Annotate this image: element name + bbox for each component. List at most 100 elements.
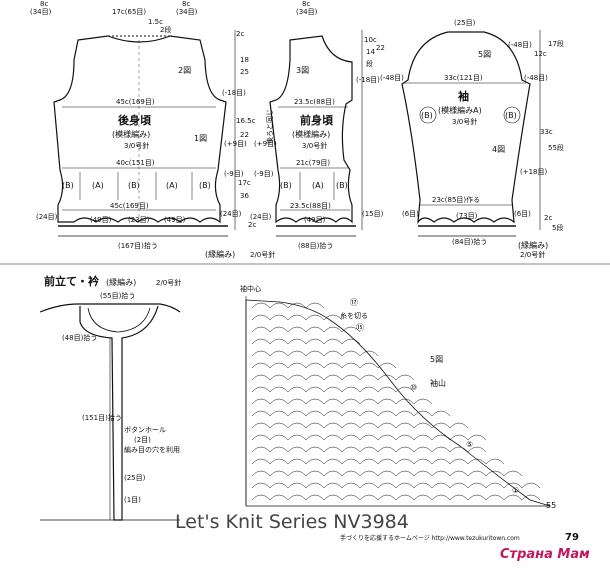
stitch-mark-81 — [377, 434, 397, 441]
front-band-needle: 2/0号針 — [156, 278, 181, 287]
chart5-center-label: 袖中心 — [240, 284, 261, 293]
back-top-right-shoulder: 8c — [182, 0, 190, 8]
front-band-diagram: 前立て・衿 (縁編み) 2/0号針 (55目)拾う (48目)拾う (151目)… — [39, 274, 181, 521]
back-hem-right: (24目) — [220, 210, 242, 218]
front-pattern-b2: (B) — [336, 181, 348, 190]
stitch-mark-147 — [269, 350, 289, 357]
chart5-row-15: ⑮ — [356, 323, 364, 332]
stitch-mark-73 — [467, 446, 487, 453]
stitch-mark-47 — [251, 458, 271, 465]
stitch-mark-98 — [449, 422, 469, 429]
stitch-mark-13 — [485, 494, 505, 501]
stitch-mark-68 — [377, 446, 397, 453]
stitch-mark-93 — [359, 422, 379, 429]
front-body-outline — [269, 35, 353, 224]
stitch-mark-34 — [287, 470, 307, 477]
stitch-mark-19 — [305, 482, 325, 489]
back-top-right-sts: (34目) — [176, 8, 198, 16]
stitch-mark-96 — [413, 422, 433, 429]
chart5-row-5: ⑤ — [466, 440, 473, 449]
back-right-2c: 2c — [236, 30, 244, 38]
band-top-pickup: (55目)拾う — [100, 291, 135, 300]
front-needle: 3/0号針 — [302, 141, 327, 150]
sleeve-pattern-b1-mark — [419, 106, 437, 124]
back-neck-depth: 1.5c — [148, 18, 163, 26]
stitch-mark-24 — [395, 482, 415, 489]
stitch-mark-72 — [449, 446, 469, 453]
stitch-mark-71 — [431, 446, 451, 453]
stitch-mark-0 — [251, 494, 271, 501]
stitch-mark-21 — [341, 482, 361, 489]
stitch-mark-37 — [341, 470, 361, 477]
back-figure-1: 1図 — [194, 134, 207, 143]
stitch-mark-74 — [251, 434, 271, 441]
stitch-mark-146 — [251, 350, 271, 357]
stitch-mark-65 — [323, 446, 343, 453]
sleeve-title: 袖 — [458, 89, 469, 103]
back-right-16-5: 16.5c — [236, 117, 256, 125]
stitch-mark-62 — [269, 446, 289, 453]
sleeve-length-rows: 55段 — [548, 143, 564, 152]
sleeve-edging-needle: 2/0号針 — [520, 250, 545, 259]
stitch-mark-26 — [431, 482, 451, 489]
back-hem-mid1: (49目) — [90, 216, 112, 224]
stitch-mark-44 — [467, 470, 487, 477]
stitch-mark-169 — [323, 314, 343, 321]
sleeve-cap-rows: 17段 — [548, 39, 564, 48]
chart5-row-10: ⑩ — [410, 383, 417, 392]
band-bottom-pickup2: (1目) — [124, 496, 141, 504]
stitch-mark-87 — [251, 422, 271, 429]
stitch-mark-105 — [359, 410, 379, 417]
watermark: Let's Knit Series NV3984 — [175, 511, 409, 533]
stitch-mark-16 — [251, 482, 271, 489]
stitch-mark-152 — [359, 350, 379, 357]
front-neck-rows: 14 — [366, 48, 375, 56]
stitch-mark-91 — [323, 422, 343, 429]
sleeve-figure-5: 5図 — [478, 50, 491, 59]
back-pattern-b3: (B) — [199, 181, 211, 190]
back-body-outline — [53, 35, 227, 224]
stitch-mark-131 — [287, 374, 307, 381]
stitch-mark-31 — [521, 482, 541, 489]
stitch-mark-28 — [467, 482, 487, 489]
collar-inner — [87, 307, 151, 333]
stitch-mark-134 — [341, 374, 361, 381]
stitch-mark-88 — [269, 422, 289, 429]
chart5-stitch-marks — [251, 302, 541, 501]
stitch-mark-164 — [341, 326, 361, 333]
stitch-mark-112 — [287, 398, 307, 405]
stitch-mark-67 — [359, 446, 379, 453]
stitch-mark-103 — [323, 410, 343, 417]
stitch-mark-9 — [413, 494, 433, 501]
stitch-mark-161 — [287, 326, 307, 333]
sleeve-subtitle: (模様編みA) — [438, 105, 482, 115]
stitch-mark-25 — [413, 482, 433, 489]
sleeve-cap-height: 12c — [534, 50, 547, 58]
front-pickup: (88目)拾う — [298, 241, 333, 250]
stitch-mark-136 — [377, 374, 397, 381]
stitch-mark-50 — [305, 458, 325, 465]
stitch-mark-85 — [449, 434, 469, 441]
stitch-mark-129 — [251, 374, 271, 381]
chart5-row-17: ⑰ — [350, 298, 358, 307]
front-width-lower: 23.5c(88目) — [290, 202, 331, 210]
stitch-mark-54 — [377, 458, 397, 465]
stitch-mark-52 — [341, 458, 361, 465]
sleeve-width: 33c(121目) — [444, 74, 483, 82]
sleeve-pattern-b2: (B) — [505, 111, 517, 120]
stitch-mark-35 — [305, 470, 325, 477]
stitch-mark-142 — [323, 362, 343, 369]
stitch-mark-115 — [341, 398, 361, 405]
back-side-inc: (+9目) — [224, 140, 247, 148]
stitch-mark-51 — [323, 458, 343, 465]
back-width-lower: 45c(169目) — [110, 202, 149, 210]
stitch-mark-154 — [269, 338, 289, 345]
back-pattern-a2: (A) — [166, 181, 178, 190]
stitch-mark-122 — [287, 386, 307, 393]
stitch-mark-3 — [305, 494, 325, 501]
back-right-25: 25 — [240, 68, 249, 76]
back-needle: 3/0号針 — [124, 141, 149, 150]
stitch-mark-100 — [269, 410, 289, 417]
stitch-mark-61 — [251, 446, 271, 453]
